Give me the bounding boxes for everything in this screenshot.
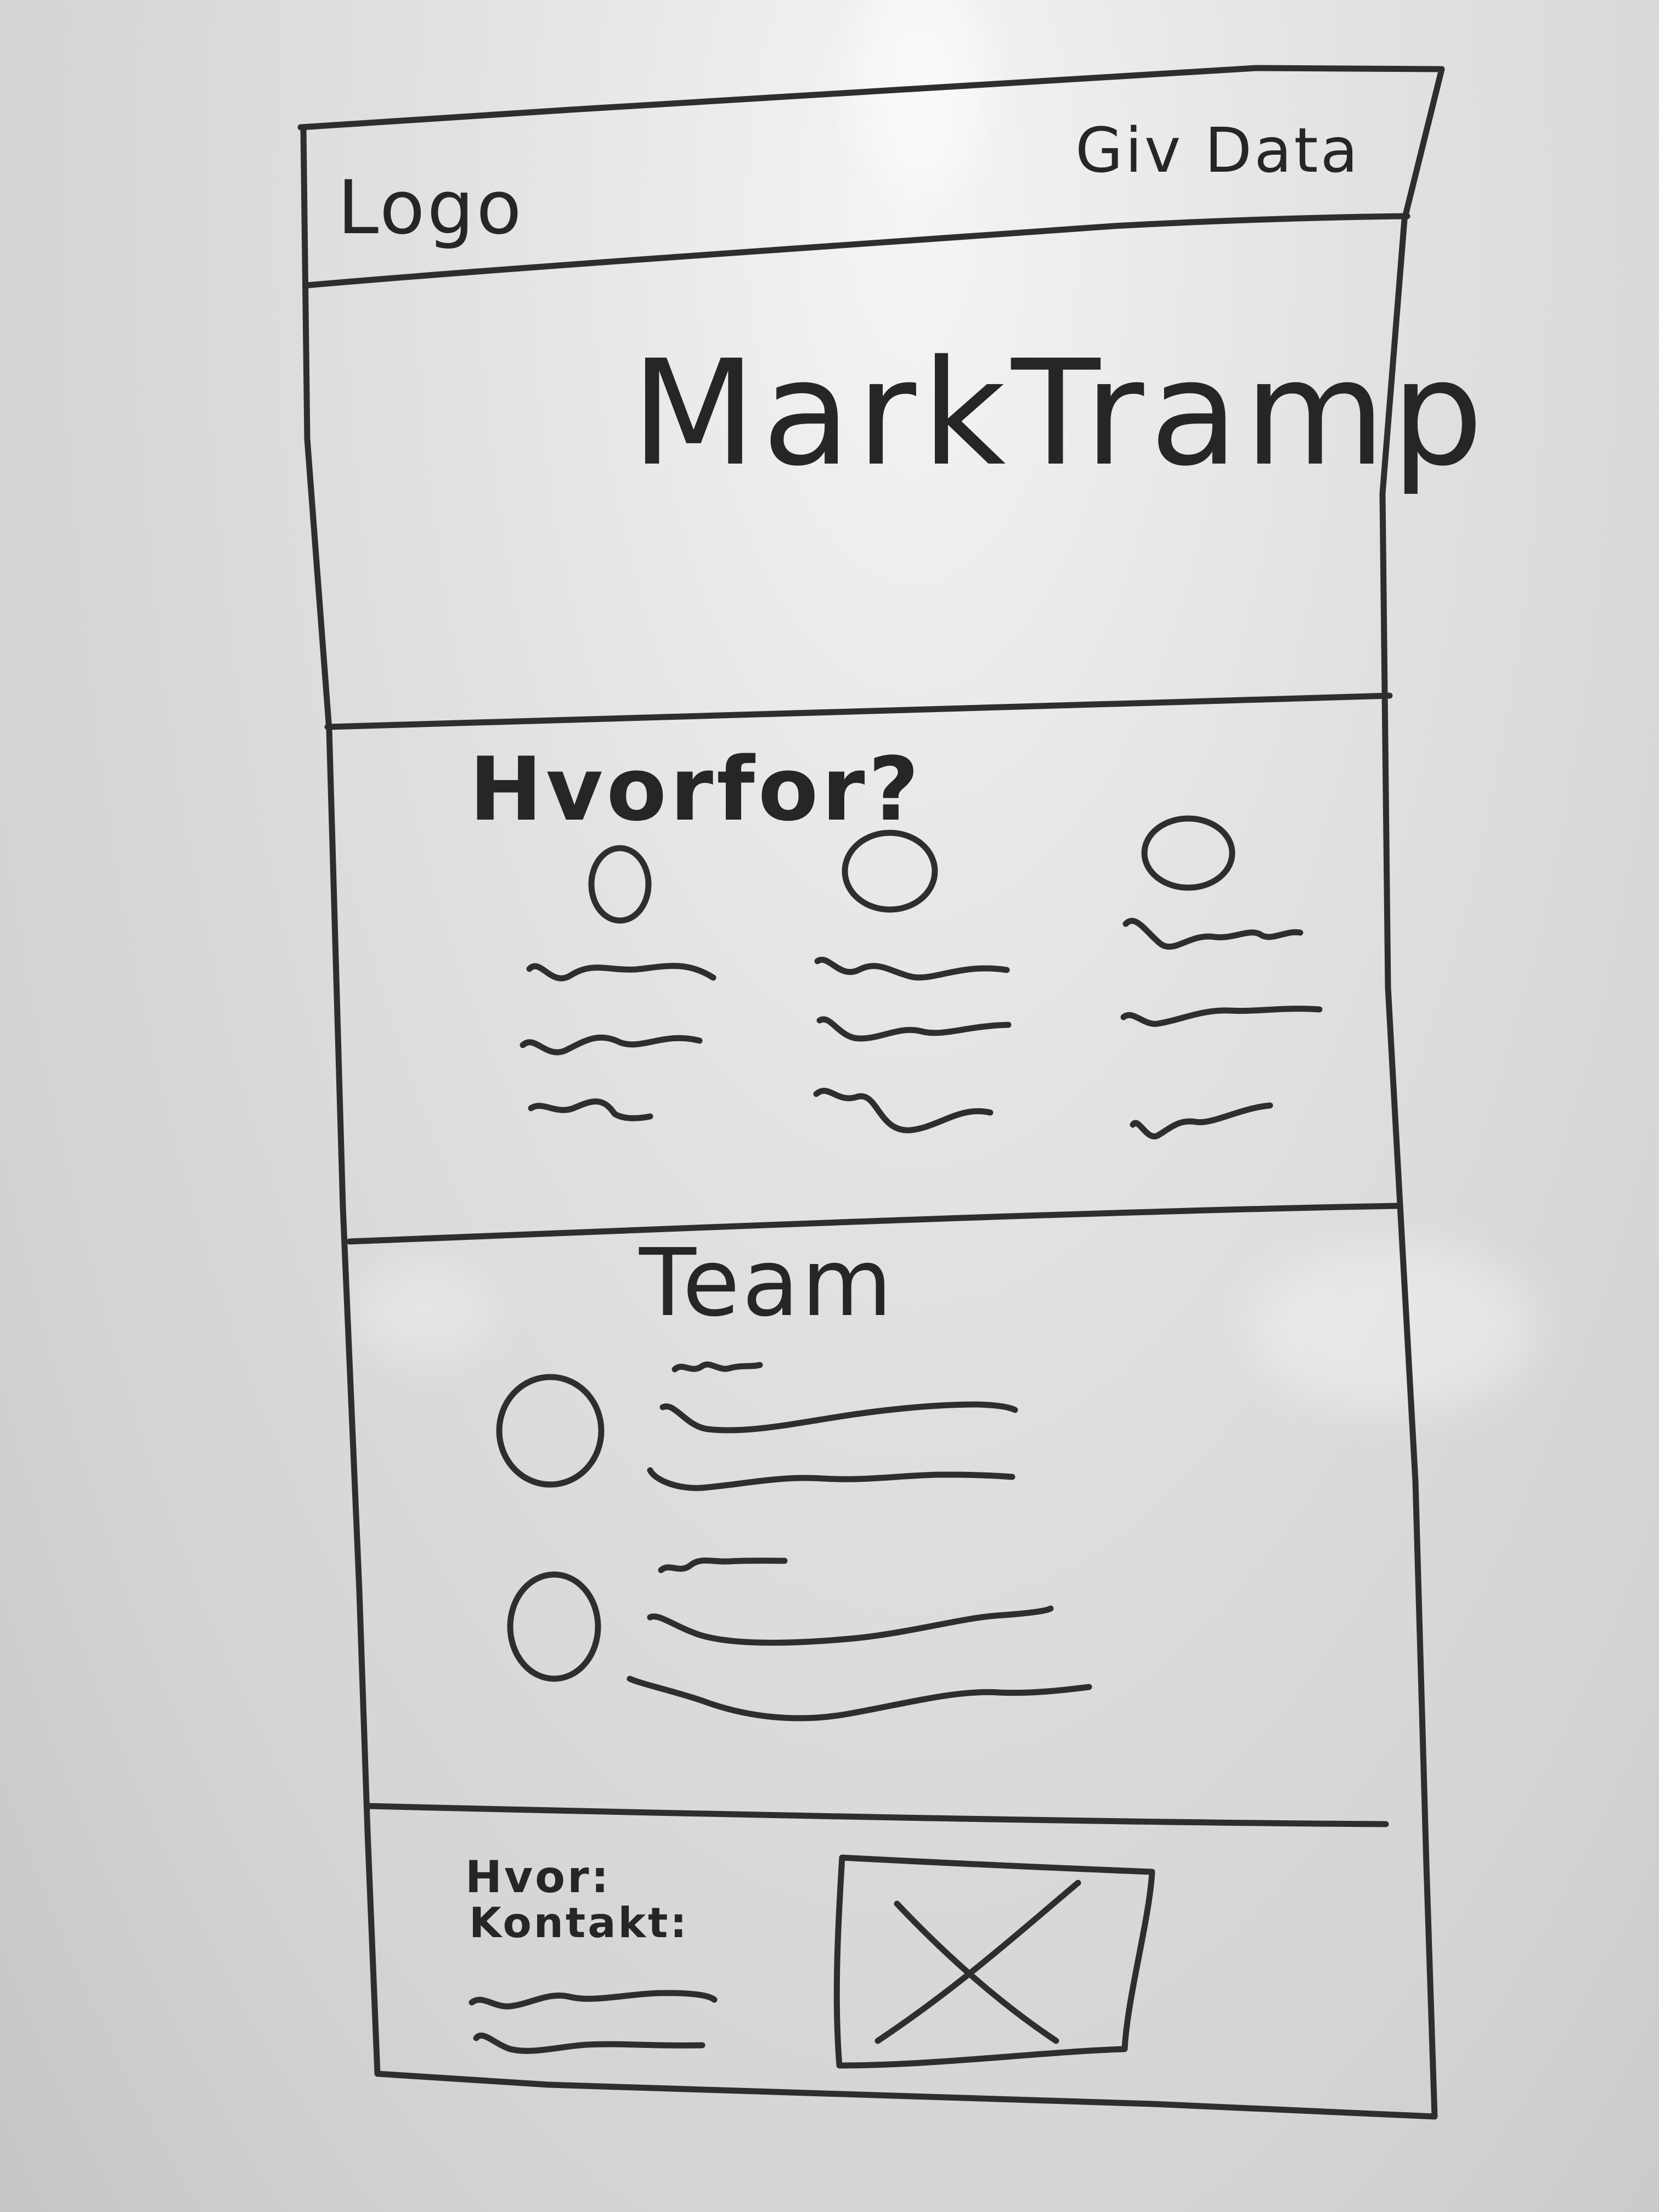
- hero-divider: [324, 692, 1393, 730]
- footer-image-placeholder-frame: [833, 1854, 1155, 2069]
- why-column-3-icon: [1141, 815, 1235, 891]
- why-column-1-text-line: [528, 1098, 653, 1121]
- team-member-1-text-line: [647, 1467, 1015, 1491]
- image-placeholder-x-icon: [874, 1880, 1081, 2044]
- header-divider: [304, 213, 1410, 289]
- why-column-3-text-line: [1120, 1006, 1323, 1027]
- why-column-1-text-line: [526, 963, 716, 981]
- team-member-1-text-line: [659, 1401, 1018, 1434]
- hero-title: MarkTramp: [631, 329, 1489, 498]
- why-column-1-icon: [588, 845, 652, 924]
- team-member-2-text-line: [627, 1675, 1092, 1722]
- team-member-1-name-line: [672, 1361, 763, 1373]
- why-column-2-text-line: [814, 957, 1010, 981]
- team-section-heading: Team: [639, 1229, 895, 1338]
- logo[interactable]: Logo: [337, 165, 524, 251]
- why-section-heading: Hvorfor?: [469, 738, 923, 840]
- team-divider: [365, 1803, 1389, 1827]
- why-column-2-icon: [842, 830, 938, 913]
- nav-link-giv-data[interactable]: Giv Data: [1075, 115, 1361, 187]
- why-column-2-text-line: [816, 1016, 1012, 1042]
- why-column-3-text-line: [1130, 1102, 1273, 1139]
- why-column-2-text-line: [813, 1087, 994, 1133]
- footer-text-line: [473, 2032, 706, 2054]
- team-member-1-avatar-icon: [496, 1374, 605, 1488]
- team-member-2-avatar-icon: [507, 1571, 601, 1682]
- footer-text-line: [469, 1990, 718, 2010]
- why-divider: [346, 1203, 1401, 1245]
- team-member-2-text-line: [647, 1605, 1054, 1646]
- why-column-1-text-line: [520, 1034, 703, 1056]
- team-member-2-name-line: [658, 1557, 788, 1573]
- page-frame: [297, 65, 1445, 2120]
- footer-where-label: Hvor:: [465, 1852, 611, 1903]
- footer-contact-label: Kontakt:: [469, 1898, 689, 1947]
- why-column-3-text-line: [1122, 918, 1304, 950]
